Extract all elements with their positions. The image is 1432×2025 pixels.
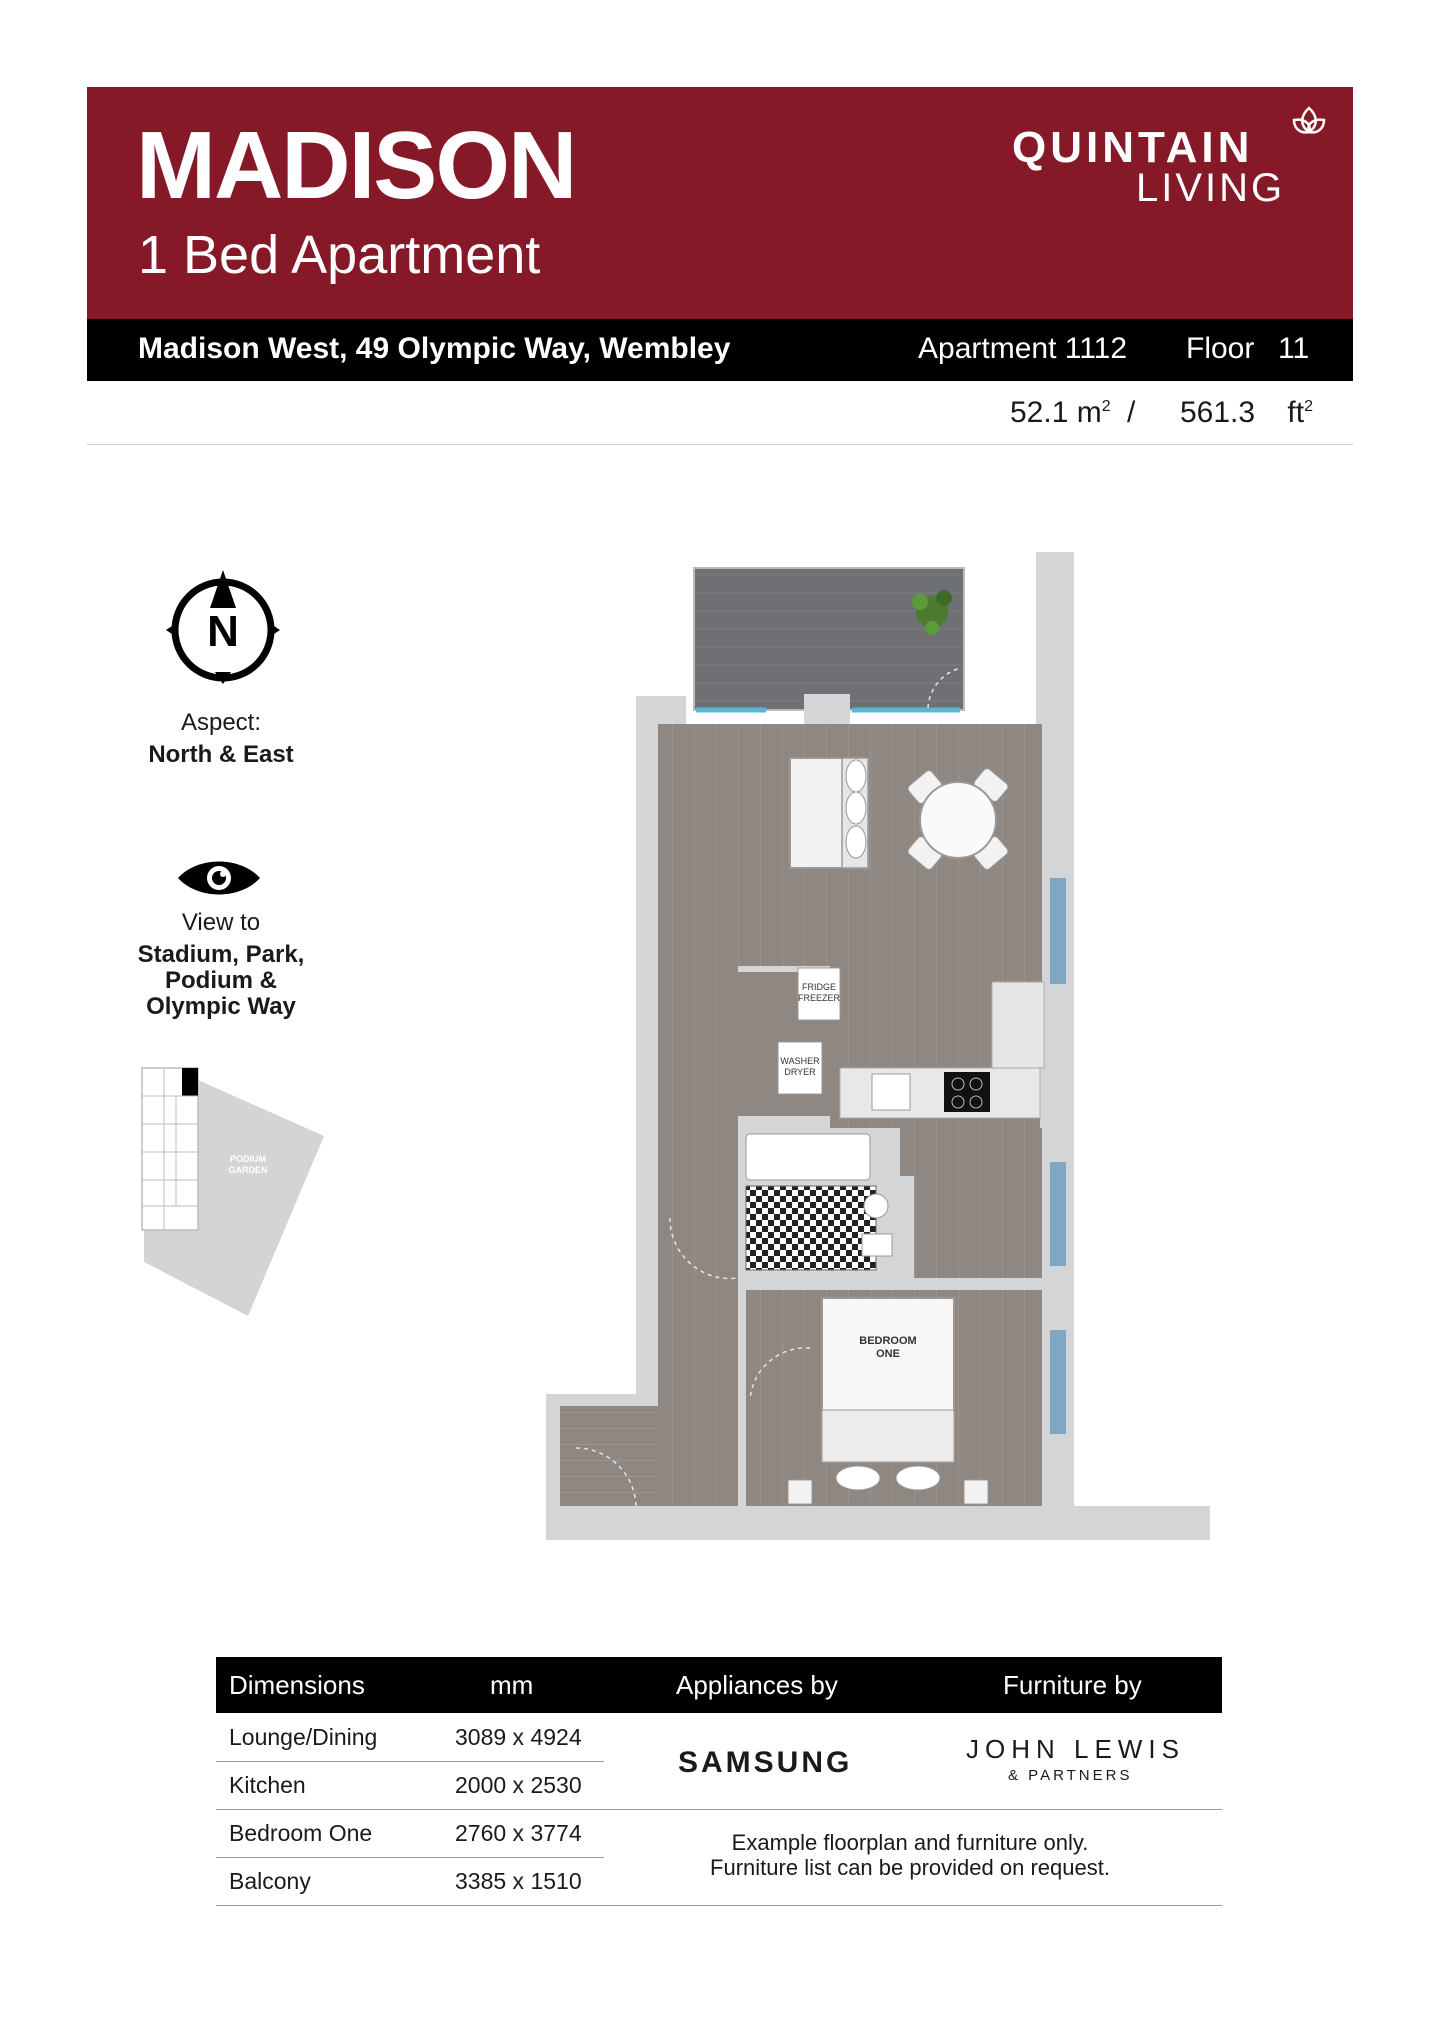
fridge-freezer [797,967,841,1021]
area-ft-value: 561.3 [1180,396,1256,429]
area-square-metres: 52.1 m2 / [1010,398,1135,428]
entrance [560,1406,660,1506]
area-ft-unit: ft [1287,396,1305,429]
disclaimer-line2: Furniture list can be provided on reques… [710,1855,1110,1880]
floor-number: 11 [1278,332,1310,365]
sink-icon [871,1073,911,1111]
aspect-label: Aspect: [180,709,262,736]
table-row-size: 3089 x 4924 [455,1724,582,1750]
fridge-label-line1: FRIDGE [802,982,836,992]
address-bar [87,319,1353,381]
brand-name-line1: QUINTAIN [1012,123,1254,172]
john-lewis-logo: JOHN LEWIS [966,1734,1185,1764]
balcony [693,567,965,711]
header-appliances: Appliances by [676,1670,838,1700]
table-row-room: Balcony [229,1868,311,1894]
key-plan-label-line2: GARDEN [228,1165,267,1175]
dining-table-icon [907,768,1009,870]
sofa-icon [789,757,869,869]
area-m-value: 52.1 m [1010,396,1102,429]
washer-label-line2: DRYER [784,1067,816,1077]
brand-knot-icon [1292,106,1326,134]
john-lewis-logo-sub: & PARTNERS [1008,1767,1133,1784]
table-row-size: 3385 x 1510 [455,1868,582,1894]
area-ft-sup: 2 [1304,398,1313,415]
compass-icon: N [166,570,280,684]
brand-name-line2: LIVING [1136,166,1286,210]
plant-icon [912,590,952,635]
page-title: MADISON [136,112,577,219]
header-band [87,87,1353,319]
area-m-sup: 2 [1101,398,1111,415]
washer-dryer [777,1041,823,1095]
header-dimensions: Dimensions [229,1670,365,1700]
aspect-value: North & East [148,741,294,768]
bath-icon [745,1133,871,1181]
address: Madison West, 49 Olympic Way, Wembley [138,332,731,365]
view-label: View to [181,909,261,936]
door-swings [575,667,961,1507]
floor-plan: FRIDGE FREEZER WASHER DRYER BEDROOM ONE [546,552,1210,1540]
hob-icon [944,1072,990,1112]
washer-label-line1: WASHER [780,1056,820,1066]
disclaimer-line1: Example floorplan and furniture only. [731,1830,1089,1855]
view-line3: Olympic Way [146,993,296,1020]
apartment-number: Apartment 1112 [918,332,1128,365]
kitchen-counter-tall [991,981,1045,1069]
bedside-table-icon [787,1479,813,1505]
header-furniture: Furniture by [1003,1670,1142,1700]
table-header [216,1657,1222,1713]
bathroom-floor [745,1185,877,1271]
samsung-logo: SAMSUNG [678,1746,853,1779]
basin-icon [863,1193,889,1219]
eye-icon [178,861,260,895]
bedroom-label-line1: BEDROOM [859,1335,916,1347]
bedroom-label-line2: ONE [876,1348,900,1360]
area-separator: / [1126,396,1136,429]
kitchen-counter [839,1067,1041,1119]
header-mm: mm [490,1670,534,1700]
key-plan-unit-highlight [182,1068,198,1096]
divider [216,1857,604,1858]
table-row-size: 2000 x 2530 [455,1772,582,1798]
floor-label: Floor [1186,332,1255,365]
bedside-table-icon [963,1479,989,1505]
divider [216,1761,604,1762]
toilet-icon [861,1233,893,1257]
table-row-room: Bedroom One [229,1820,373,1846]
table-row-room: Kitchen [229,1772,306,1798]
key-plan-label-line1: PODIUM [230,1154,266,1164]
key-plan: PODIUM GARDEN [141,1067,324,1316]
table-row-room: Lounge/Dining [229,1724,378,1750]
divider [216,1809,1222,1810]
table-row-size: 2760 x 3774 [455,1820,582,1846]
compass-letter: N [207,607,239,656]
hallway [658,1036,738,1506]
area-square-feet: 561.3 ft2 [1180,398,1313,428]
view-line1: Stadium, Park, [137,941,305,968]
divider [87,444,1353,445]
fridge-label-line2: FREEZER [798,993,841,1003]
view-line2: Podium & [165,967,277,994]
page-subtitle: 1 Bed Apartment [138,225,541,285]
divider [216,1905,1222,1906]
